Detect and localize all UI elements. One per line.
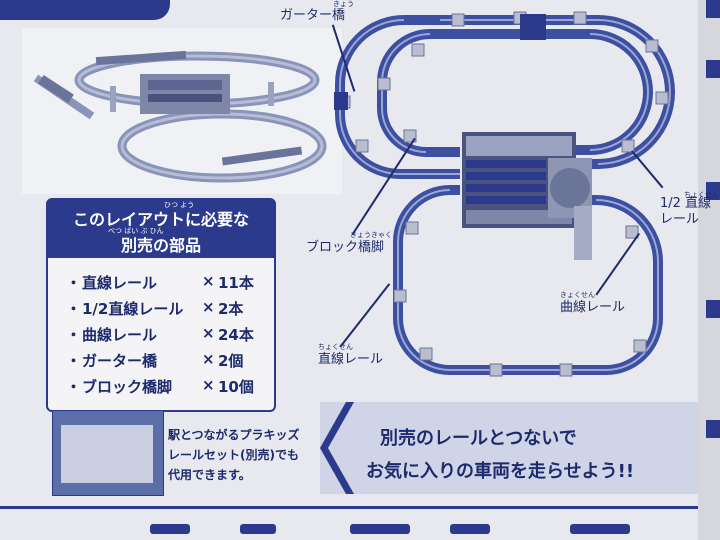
footer-rule — [0, 506, 698, 509]
footer-glyph — [350, 524, 410, 534]
edge-mark — [706, 60, 720, 78]
bullet: ・ — [66, 274, 82, 292]
edge-mark — [706, 0, 720, 18]
footer-partial-heading — [150, 520, 690, 540]
straight-label: 直線レール — [318, 352, 384, 367]
title-ruby-2: べつ ばい ぶ ひん — [108, 227, 164, 235]
part-row: ・ ガーター橋 × 2個 — [66, 350, 266, 376]
parts-list: ・ 直線レール × 11本 ・ 1/2直線レール × 2本 ・ 曲線レール × … — [66, 272, 266, 402]
bullet: ・ — [66, 300, 82, 318]
layout-photo — [22, 28, 342, 194]
part-quantity: 2本 — [218, 300, 244, 318]
title-ruby-1: ひつ よう — [164, 201, 195, 209]
parts-box-header: ひつ よう このレイアウトに必要な べつ ばい ぶ ひん 別売の部品 — [48, 200, 274, 258]
promo-line1: 別売のレールとつないで — [380, 428, 577, 449]
part-quantity: 10個 — [218, 378, 254, 396]
bullet: ・ — [66, 326, 82, 344]
times-sign: × — [202, 298, 215, 316]
bullet: ・ — [66, 378, 82, 396]
part-quantity: 2個 — [218, 352, 244, 370]
edge-mark — [706, 420, 720, 438]
product-note-line1: 駅とつながるプラキッズ — [168, 428, 300, 442]
required-parts-box: ひつ よう このレイアウトに必要な べつ ばい ぶ ひん 別売の部品 ・ 直線レ… — [46, 198, 276, 412]
girder-bridge-label: ガーター橋 — [280, 8, 346, 23]
girder-bridge-ruby: きょう — [333, 0, 354, 8]
part-quantity: 11本 — [218, 274, 254, 292]
edge-mark — [706, 300, 720, 318]
footer-glyph — [450, 524, 490, 534]
part-name: ガーター橋 — [82, 352, 158, 370]
times-sign: × — [202, 272, 215, 290]
section-banner — [0, 0, 170, 20]
times-sign: × — [202, 350, 215, 368]
part-row: ・ 直線レール × 11本 — [66, 272, 266, 298]
promo-arrow-shape — [320, 402, 698, 494]
part-name: 1/2直線レール — [82, 300, 184, 318]
half-straight-ruby: ちょくせん — [684, 191, 719, 199]
product-note: 駅とつながるプラキッズ レールセット(別売)でも 代用できます。 — [168, 425, 308, 485]
product-note-line3: 代用できます。 — [168, 468, 251, 482]
times-sign: × — [202, 376, 215, 394]
part-name: ブロック橋脚 — [82, 378, 173, 396]
footer-glyph — [150, 524, 190, 534]
product-note-line2: レールセット(別売)でも — [168, 448, 299, 462]
part-row: ・ 1/2直線レール × 2本 — [66, 298, 266, 324]
times-sign: × — [202, 324, 215, 342]
right-edge-strip — [698, 0, 720, 540]
part-row: ・ ブロック橋脚 × 10個 — [66, 376, 266, 402]
footer-glyph — [240, 524, 276, 534]
curve-label: 曲線レール — [560, 300, 626, 315]
layout-photo-illustration — [33, 50, 327, 183]
curve-ruby: きょくせん — [560, 291, 595, 299]
product-box-window — [61, 425, 153, 483]
promo-line2: お気に入りの車両を走らせよう!! — [366, 461, 635, 482]
straight-ruby: ちょくせん — [318, 343, 353, 351]
half-straight-label: 1/2 直線 レール — [660, 196, 712, 227]
part-row: ・ 曲線レール × 24本 — [66, 324, 266, 350]
footer-glyph — [570, 524, 630, 534]
part-name: 曲線レール — [82, 326, 158, 344]
block-pier-ruby: きょうきゃく — [350, 231, 392, 239]
promo-banner: 別売のレールとつないで お気に入りの車両を走らせよう!! — [320, 402, 698, 494]
parts-box-title-line1: このレイアウトに必要な — [72, 210, 249, 229]
edge-mark — [706, 182, 720, 200]
bullet: ・ — [66, 352, 82, 370]
part-quantity: 24本 — [218, 326, 254, 344]
block-pier-label: ブロック橋脚 — [306, 240, 385, 255]
product-box-image — [52, 410, 164, 496]
parts-box-title-line2: 別売の部品 — [120, 236, 201, 255]
part-name: 直線レール — [82, 274, 158, 292]
